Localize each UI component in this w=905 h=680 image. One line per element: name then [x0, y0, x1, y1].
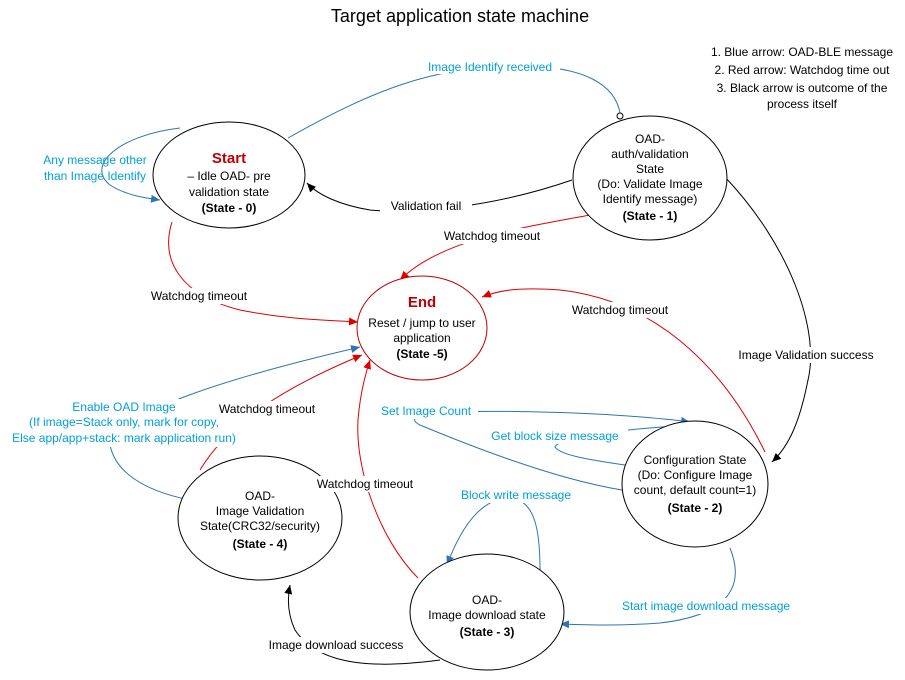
arrow-image-validation-success — [723, 175, 812, 463]
state-1-line-5: Identify message) — [603, 192, 698, 206]
state-1-line-4: (Do: Validate Image — [597, 177, 702, 191]
state-2-id: (State - 2) — [668, 501, 723, 515]
state-2-line-3: count, default count=1) — [634, 483, 756, 497]
label-any-message-1: Any message other — [43, 153, 146, 167]
state-2-line-1: Configuration State — [644, 453, 747, 467]
state-5-id: (State -5) — [396, 347, 447, 361]
state-1-line-3: State — [636, 162, 664, 176]
label-get-block-size: Get block size message — [491, 429, 619, 443]
label-image-identify: Image Identify received — [428, 60, 552, 74]
arrow-wd-s2 — [481, 288, 766, 453]
legend-line-1: 1. Blue arrow: OAD-BLE message — [711, 45, 893, 59]
arrow-image-identify — [287, 65, 621, 139]
edge-labels: Image Identify received Any message othe… — [5, 58, 885, 653]
arrow-wd-s0 — [168, 221, 359, 326]
state-1-id: (State - 1) — [623, 209, 678, 223]
state-3-line-1: OAD- — [472, 593, 502, 607]
label-wd-s3: Watchdog timeout — [317, 477, 414, 491]
label-enable-oad-1: Enable OAD Image — [72, 400, 176, 414]
state-4-line-3: State(CRC32/security) — [200, 519, 320, 533]
state-4: OAD- Image Validation State(CRC32/securi… — [177, 455, 343, 581]
state-2: Configuration State (Do: Configure Image… — [621, 420, 769, 548]
label-wd-s0: Watchdog timeout — [151, 289, 248, 303]
label-start-download: Start image download message — [622, 599, 790, 613]
legend-line-2: 2. Red arrow: Watchdog time out — [715, 63, 891, 77]
state-0-line-1: – Idle OAD- pre — [187, 169, 271, 183]
state-5: End Reset / jump to user application (St… — [356, 275, 488, 381]
state-4-line-2: Image Validation — [216, 504, 305, 518]
label-wd-s1: Watchdog timeout — [444, 229, 541, 243]
state-3-line-2: Image download state — [428, 608, 546, 622]
state-2-line-2: (Do: Configure Image — [638, 468, 753, 482]
legend-line-3: 3. Black arrow is outcome of the — [717, 81, 888, 95]
label-any-message-2: than Image Identify — [44, 169, 146, 183]
arrow-any-message-loop — [101, 127, 181, 203]
state-3-id: (State - 3) — [460, 625, 515, 639]
state-5-line-2: application — [393, 331, 450, 345]
arrow-get-block-size — [554, 421, 693, 466]
state-0: Start – Idle OAD- pre validation state (… — [152, 121, 306, 229]
label-image-validation-success: Image Validation success — [738, 348, 873, 362]
label-enable-oad-2: (If image=Stack only, mark for copy, — [29, 415, 219, 429]
state-4-id: (State - 4) — [233, 537, 288, 551]
state-0-heading: Start — [212, 150, 246, 167]
label-block-write: Block write message — [461, 488, 571, 502]
state-3: OAD- Image download state (State - 3) — [409, 553, 565, 671]
arrow-start-download — [559, 547, 736, 629]
state-0-line-2: validation state — [189, 185, 269, 199]
diagram-title: Target application state machine — [331, 6, 589, 26]
label-set-image-count: Set Image Count — [381, 404, 472, 418]
state-0-id: (State - 0) — [202, 201, 257, 215]
state-5-heading: End — [408, 294, 436, 311]
label-image-download-success: Image download success — [269, 638, 404, 652]
state-1: OAD- auth/validation State (Do: Validate… — [572, 115, 728, 241]
legend: 1. Blue arrow: OAD-BLE message 2. Red ar… — [711, 45, 893, 111]
state-1-line-2: auth/validation — [611, 147, 688, 161]
label-wd-s2: Watchdog timeout — [572, 303, 669, 317]
state-4-line-1: OAD- — [245, 489, 275, 503]
arrow-image-identify-endpoint — [616, 112, 624, 120]
label-validation-fail: Validation fail — [391, 199, 462, 213]
state-5-line-1: Reset / jump to user — [368, 316, 475, 330]
arrow-wd-s3 — [357, 359, 419, 579]
arrow-wd-s1 — [399, 214, 591, 281]
label-wd-s4: Watchdog timeout — [219, 402, 316, 416]
state-1-line-1: OAD- — [635, 132, 665, 146]
legend-line-4: process itself — [767, 97, 838, 111]
label-enable-oad-3: Else app/app+stack: mark application run… — [12, 431, 236, 445]
